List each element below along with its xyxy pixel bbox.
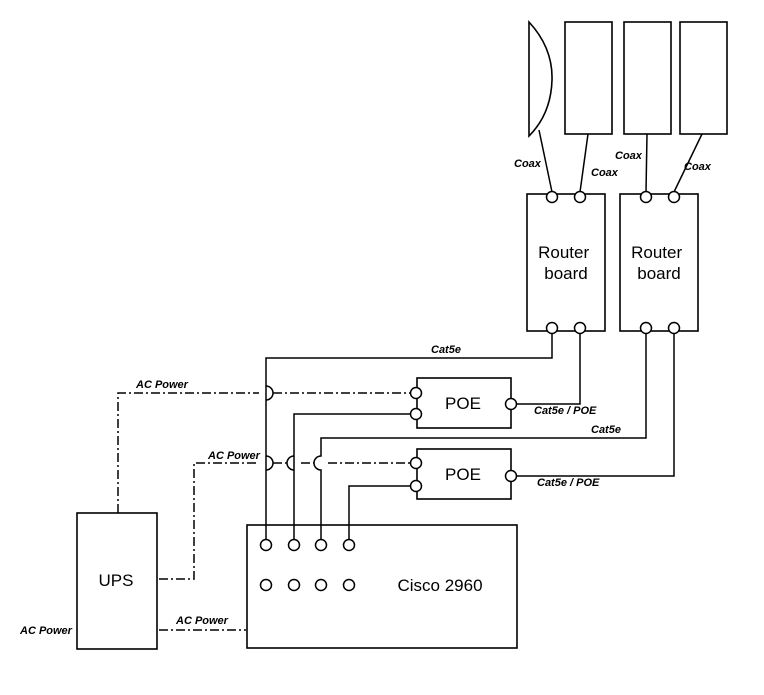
cat5e-label-1: Cat5e <box>431 344 461 356</box>
coax-cable-4 <box>673 133 703 193</box>
switch-port-4 <box>342 538 356 552</box>
ac-power-label-3: AC Power <box>175 615 229 627</box>
router-board-1-coax-port-1 <box>545 190 559 204</box>
router-board-2-label-line-1: Router <box>631 243 682 262</box>
router-board-2-ethernet-port-1 <box>639 321 653 335</box>
switch-port-5 <box>259 578 273 592</box>
poe-injector-2 <box>416 448 512 500</box>
router-board-2-ethernet-port-2 <box>667 321 681 335</box>
ac-power-input-label: AC Power <box>19 625 73 637</box>
coax-cable-3 <box>645 133 648 193</box>
cat5e-cable-router-2-switch <box>313 333 647 540</box>
poe-2-poe-port <box>504 469 518 483</box>
cat5e-poe-cable-1 <box>516 333 581 405</box>
router-board-2-coax-port-2 <box>667 190 681 204</box>
switch-port-7 <box>314 578 328 592</box>
poe-1-lan-port <box>409 407 423 421</box>
switch-port-1 <box>259 538 273 552</box>
poe-injector-2-label: POE <box>445 465 481 484</box>
router-board-1-ethernet-port-1 <box>545 321 559 335</box>
poe-2-ac-port <box>409 456 423 470</box>
router-board-1 <box>526 193 606 332</box>
router-board-1-label-line-1: Router <box>538 243 589 262</box>
ups <box>76 512 158 650</box>
cable-hop-2 <box>265 455 274 471</box>
cat5e-poe-label-2: Cat5e / POE <box>537 477 600 489</box>
switch-port-6 <box>287 578 301 592</box>
ups-label: UPS <box>99 571 134 590</box>
switch-port-8 <box>342 578 356 592</box>
ac-power-ups-to-poe-2 <box>159 462 411 580</box>
poe-1-ac-port <box>409 386 423 400</box>
sector-antenna-3 <box>679 21 728 135</box>
coax-label-2: Coax <box>591 167 619 179</box>
ac-power-label-1: AC Power <box>135 379 189 391</box>
poe-2-lan-port <box>409 479 423 493</box>
cat5e-label-2: Cat5e <box>591 424 621 436</box>
poe-injector-1-label: POE <box>445 394 481 413</box>
switch-port-2 <box>287 538 301 552</box>
cisco-switch-label: Cisco 2960 <box>397 576 482 595</box>
cable-hop-3 <box>286 455 295 471</box>
sector-antenna-2 <box>623 21 672 135</box>
sector-antenna-1 <box>564 21 613 135</box>
coax-label-4: Coax <box>684 161 712 173</box>
dish-antenna <box>528 19 553 138</box>
router-board-2-label: Router board <box>631 243 687 283</box>
coax-label-1: Coax <box>514 158 542 170</box>
ac-power-ups-to-poe-1 <box>117 392 411 513</box>
router-board-2-label-line-2: board <box>637 264 680 283</box>
router-board-1-label: Router board <box>538 243 594 283</box>
poe-1-poe-port <box>504 397 518 411</box>
ac-power-label-2: AC Power <box>207 450 261 462</box>
router-board-2 <box>619 193 699 332</box>
coax-cable-1 <box>538 129 553 193</box>
router-board-1-label-line-2: board <box>544 264 587 283</box>
switch-port-3 <box>314 538 328 552</box>
coax-cable-2 <box>579 133 589 193</box>
coax-label-3: Coax <box>615 150 643 162</box>
router-board-1-coax-port-2 <box>573 190 587 204</box>
router-board-2-coax-port-1 <box>639 190 653 204</box>
cable-hop-1 <box>265 385 274 401</box>
cat5e-poe-label-1: Cat5e / POE <box>534 405 597 417</box>
cat5e-poe-cable-2 <box>516 333 675 477</box>
poe-2-to-switch-cable <box>348 485 411 540</box>
poe-1-to-switch-cable <box>293 413 411 540</box>
cat5e-cable-router-1-switch <box>265 333 553 540</box>
router-board-1-ethernet-port-2 <box>573 321 587 335</box>
